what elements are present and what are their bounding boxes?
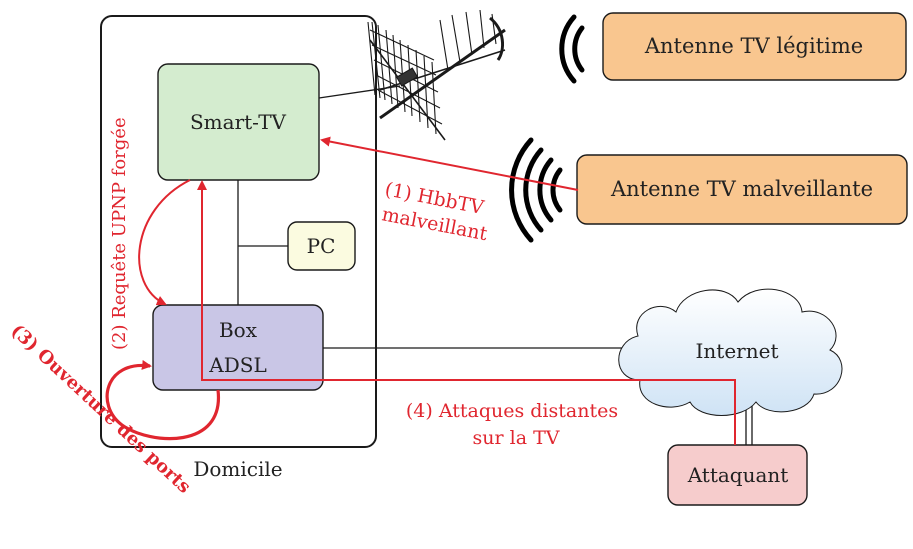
cloud-icon <box>618 288 843 416</box>
smart-tv-label: Smart-TV <box>190 110 287 134</box>
hbbtv-arrow <box>320 136 579 191</box>
pc-node <box>287 221 356 271</box>
ports-arrow <box>105 359 220 441</box>
broadcast-waves-icon <box>509 137 563 243</box>
broadcast-waves-icon <box>559 14 585 84</box>
attaquant-label: Attaquant <box>687 463 789 487</box>
box-label-line2: ADSL <box>208 353 266 377</box>
box-label-line1: Box <box>219 318 258 342</box>
antenne-legitime-label: Antenne TV légitime <box>644 34 863 58</box>
internet-label: Internet <box>696 339 779 363</box>
antenna-icon <box>367 9 506 141</box>
antenne-legitime-node <box>602 12 907 81</box>
upnp-label: (2) Requête UPNP forgée <box>109 117 130 350</box>
smart-tv-node <box>157 63 320 181</box>
attack-arrows <box>105 136 736 445</box>
attaques-arrow <box>197 180 736 445</box>
antenne-malveillante-label: Antenne TV malveillante <box>610 177 873 201</box>
box-adsl-node <box>152 304 324 391</box>
attaquant-node <box>667 444 808 506</box>
attaques-label-line1: (4) Attaques distantes <box>406 400 618 422</box>
attaques-label-line2: sur la TV <box>473 427 560 449</box>
domicile-label: Domicile <box>193 457 282 481</box>
domicile-frame <box>100 15 377 448</box>
pc-label: PC <box>307 234 336 258</box>
upnp-arrow <box>138 179 191 306</box>
